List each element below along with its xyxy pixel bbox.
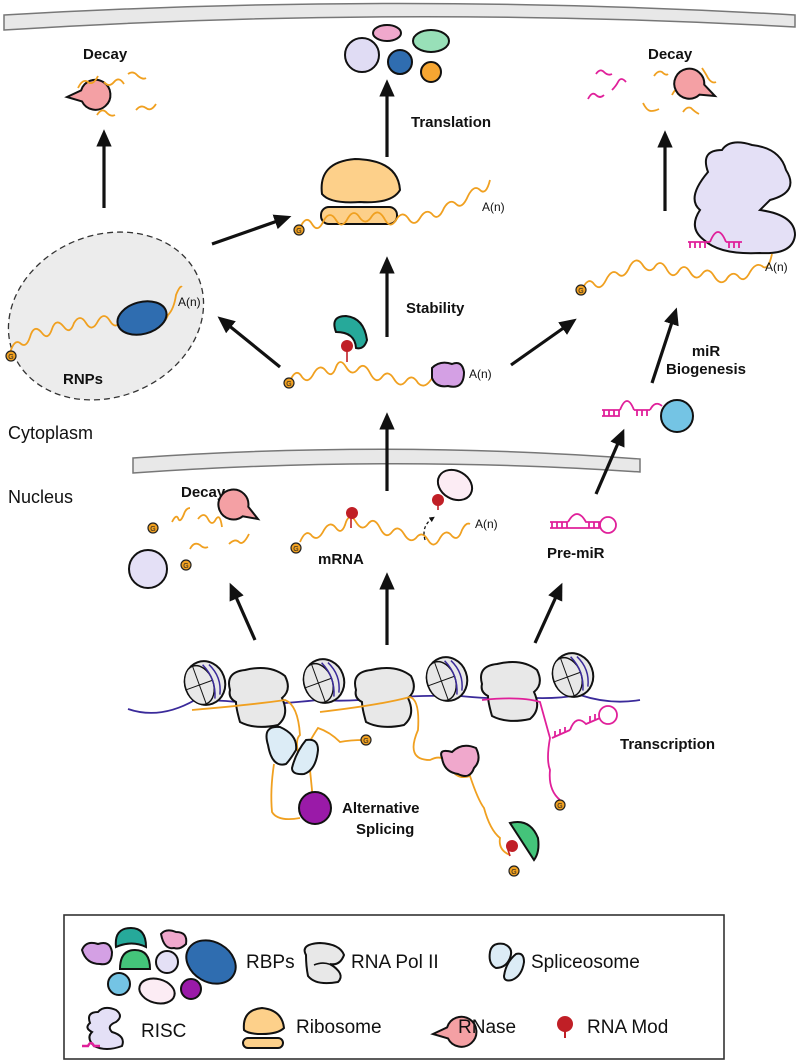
alt-splicing-label-2: Splicing [356,821,414,838]
alt-splicing-label-1: Alternative [342,800,420,817]
protein-products [344,24,450,83]
mir-biogenesis-label-1: miR [692,343,721,360]
rnase-icon [669,63,723,109]
pre-mir-label: Pre-miR [547,545,605,562]
legend-label-rnase: RNase [458,1017,516,1038]
nucleus-label: Nucleus [8,487,73,507]
polya-label: A(n) [178,295,201,309]
cap-icon [180,559,192,571]
legend-label-spliceosome: Spliceosome [531,952,640,973]
cap-icon [575,284,587,296]
stability-label: Stability [406,300,465,317]
rna-pol-ii-icon [480,661,541,722]
rbp-blue [116,300,168,336]
nucleosome-icon [425,656,469,702]
rbp-green [508,821,540,862]
pre-mir-icon [550,513,617,534]
arrow-premir-to-cytoplasm [594,428,625,495]
nucleosome-icon [183,660,227,706]
cap-icon [360,734,372,746]
cap-icon [554,799,566,811]
rbp-pink [440,744,480,777]
rna-pol-ii-icon [303,941,346,985]
degraded-rna-fragments [587,67,717,115]
rnps-label: RNPs [63,371,103,388]
rna-pol-ii-icon [228,667,289,728]
rbp-lilac [431,361,466,388]
rna-mod-icon [341,340,353,352]
cytoplasm-label: Cytoplasm [8,423,93,443]
legend-label-rna-pol-ii: RNA Pol II [351,952,439,973]
cap-icon [147,522,159,534]
nucleosome-icon [302,658,346,704]
decay-label-nucleus: Decay [181,484,226,501]
plasma-membrane [3,2,796,31]
rna-pol-ii-icon [354,667,415,728]
arrow-rnp-to-translation [211,214,292,246]
pri-mir-hairpin [551,705,618,739]
polya-label: A(n) [765,260,788,274]
rnp-granule [7,231,205,401]
nucleosome-icon [551,652,595,698]
cap-icon [293,224,305,236]
rna-mod-icon [346,507,358,519]
decay-label-cytoplasm-left: Decay [83,46,128,63]
arrow-mrna-to-rnp [217,316,282,369]
cap-icon [283,377,295,389]
arrow-to-nuclear-decay [229,582,257,641]
spliceosome-icon [265,725,320,776]
polya-label: A(n) [469,367,492,381]
legend-label-rbps: RBPs [246,952,295,973]
risc-icon [688,141,797,255]
demethylation-arrow [423,516,435,541]
legend-label-risc: RISC [141,1021,186,1042]
decay-label-cytoplasm-right: Decay [648,46,693,63]
degraded-mrna-fragments [77,71,157,117]
cap-icon [290,542,302,554]
risc-icon [82,1006,124,1050]
cap-icon [508,865,520,877]
cap-icon [5,350,17,362]
mrna-label: mRNA [318,551,364,568]
legend-label-ribosome: Ribosome [296,1017,382,1038]
rna-mod-icon [506,840,518,852]
mrna-cytoplasmic [289,361,451,387]
arrow-to-pre-mir [533,582,563,644]
arrow-mir-biogenesis [650,307,679,384]
mrna-translating [299,179,491,230]
mrna-nuclear [299,516,471,546]
polya-label: A(n) [482,200,505,214]
spliceosome-icon [488,942,526,982]
arrow-mrna-to-targeted [510,318,577,367]
rbp-cluster-icon [80,926,237,1005]
nascent-mrna-intron-loop [270,763,301,821]
mrna-targeted [581,253,773,291]
rna-mod-icon [557,1016,573,1038]
ribosome-icon [320,157,402,225]
nascent-pri-mir [481,697,561,801]
rbp-eraser [436,468,474,502]
mir-biogenesis-label-2: Biogenesis [666,361,746,378]
legend-label-rna-mod: RNA Mod [587,1017,668,1038]
mirna-dicer-complex [602,399,694,433]
nascent-mrna-long [319,696,511,856]
transcription-label: Transcription [620,736,715,753]
ribosome-icon [242,1006,286,1049]
polya-label: A(n) [475,517,498,531]
rbp-pale [128,549,168,589]
translation-label: Translation [411,114,491,131]
rna-mod-icon [432,494,444,506]
rbp-purple [298,791,332,825]
rbp-teal [333,314,369,350]
